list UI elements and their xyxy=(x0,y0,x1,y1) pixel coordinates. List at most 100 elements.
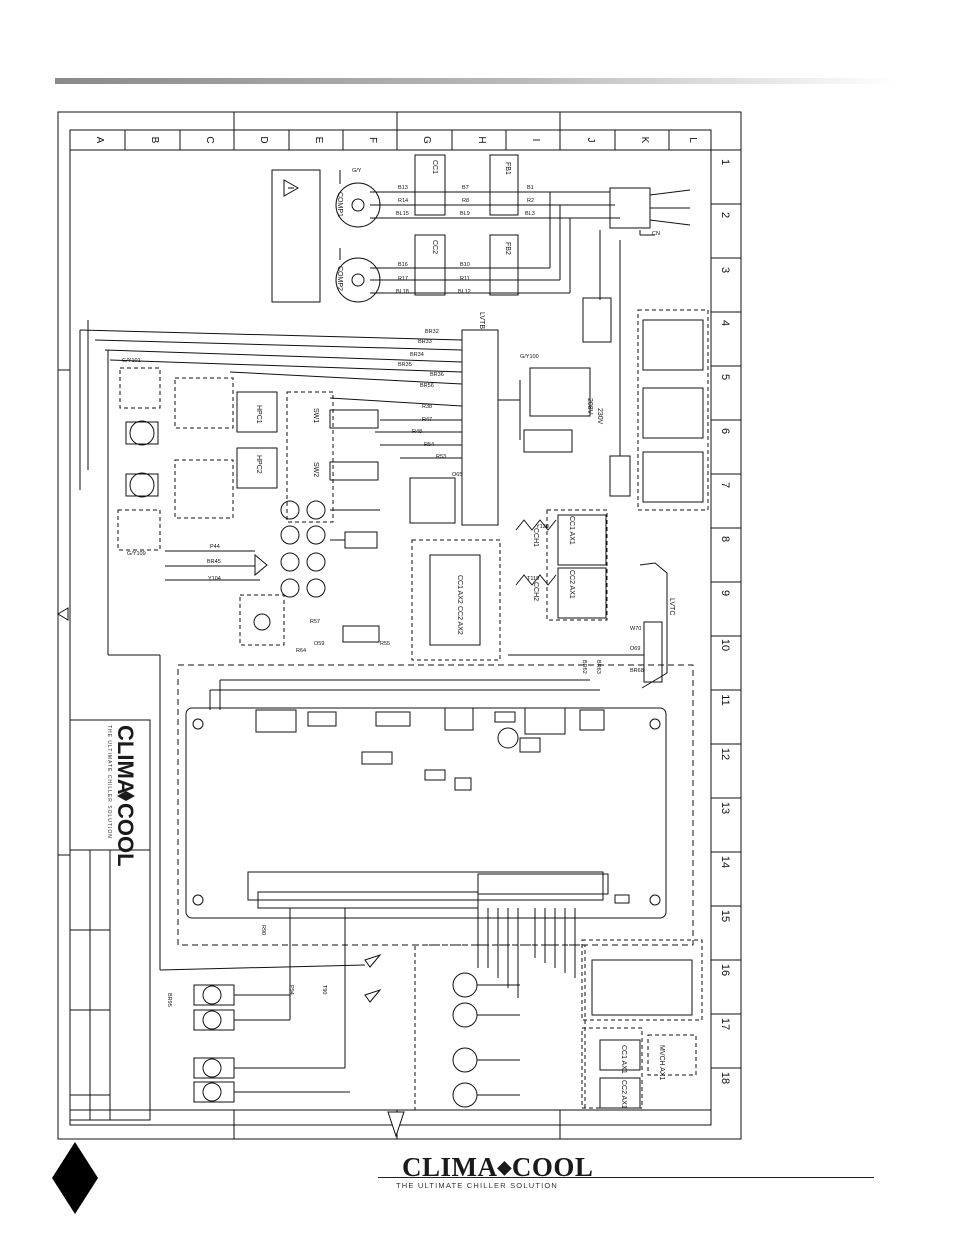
label-b16: B16 xyxy=(398,262,408,268)
label-cc2: CC2 xyxy=(431,240,438,254)
label-r53: R53 xyxy=(436,454,446,460)
label-br33: BR33 xyxy=(418,339,432,345)
label-sw2: SW2 xyxy=(312,462,319,477)
label-br68: BR68 xyxy=(630,668,644,674)
label-br35: BR35 xyxy=(398,362,412,368)
col-C: C xyxy=(204,136,215,143)
label-br32: BR32 xyxy=(425,329,439,335)
label-o69: O69 xyxy=(630,646,640,652)
row-9: 9 xyxy=(719,590,731,596)
label-bl3: BL3 xyxy=(525,211,535,217)
label-ch1: CCH1 xyxy=(532,528,539,547)
label-ch2: CCH2 xyxy=(532,582,539,601)
label-br45: BR45 xyxy=(207,559,221,565)
row-15: 15 xyxy=(719,910,731,922)
label-w70: W70 xyxy=(630,626,641,632)
inner-frame xyxy=(69,129,712,1126)
svg-text:CLIMA: CLIMA xyxy=(113,725,138,795)
label-cn: CN xyxy=(652,231,660,237)
label-cc2-ax2: CC2 AX2 xyxy=(456,606,463,635)
svg-text:THE ULTIMATE CHILLER SOLUTION: THE ULTIMATE CHILLER SOLUTION xyxy=(106,725,112,839)
label-cc1-ax1b: CC1 AX1 xyxy=(620,1045,627,1074)
row-6: 6 xyxy=(719,428,731,434)
label-bl12: BL12 xyxy=(458,289,471,295)
label-gy100: G/Y100 xyxy=(520,354,539,360)
label-comp2: COMP2 xyxy=(336,266,343,291)
label-p94: P94 xyxy=(288,985,294,995)
row-14: 14 xyxy=(719,856,731,868)
col-I: I xyxy=(530,139,541,142)
warning-label xyxy=(271,169,321,303)
label-r17: R17 xyxy=(398,276,408,282)
label-lvtb: LVTB xyxy=(478,312,485,329)
row-5: 5 xyxy=(719,374,731,380)
row-18: 18 xyxy=(719,1072,731,1084)
label-br56: BR56 xyxy=(420,383,434,389)
footer-logo: CLIMA◆COOL THE ULTIMATE CHILLER SOLUTION xyxy=(392,1150,593,1195)
label-r8: R8 xyxy=(462,198,469,204)
label-cc2-ax1b: CC2 AX1 xyxy=(620,1080,627,1109)
col-H: H xyxy=(476,136,487,143)
logo-brand: CLIMA◆COOL xyxy=(402,1152,594,1182)
label-b13: B13 xyxy=(398,185,408,191)
row-4: 4 xyxy=(719,320,731,326)
label-cc1-ax1: CC1 AX1 xyxy=(568,516,575,545)
lvtb-strip xyxy=(461,329,499,526)
label-y104: Y104 xyxy=(208,576,221,582)
col-E: E xyxy=(313,137,324,144)
page-marker-icon xyxy=(52,1142,98,1214)
svg-text:COOL: COOL xyxy=(113,803,138,867)
label-br36: BR36 xyxy=(430,372,444,378)
label-r38: R38 xyxy=(422,404,432,410)
row-10: 10 xyxy=(719,639,731,651)
col-G: G xyxy=(421,136,432,144)
label-o59: O59 xyxy=(314,641,324,647)
label-hpc2: HPC2 xyxy=(255,455,262,474)
label-230v: 230V xyxy=(596,408,603,425)
header-rule xyxy=(55,78,897,84)
logo-tagline: THE ULTIMATE CHILLER SOLUTION xyxy=(396,1181,559,1190)
label-cc1: CC1 xyxy=(431,160,438,174)
row-13: 13 xyxy=(719,802,731,814)
title-block-logo: CLIMA COOL THE ULTIMATE CHILLER SOLUTION xyxy=(106,725,138,867)
label-o65: O65 xyxy=(452,472,462,478)
label-cc1-ax2: CC1 AX2 xyxy=(456,575,463,604)
label-y120: Y120 xyxy=(536,524,549,530)
label-bl15: BL15 xyxy=(396,211,409,217)
label-lvtc: LVTC xyxy=(668,598,675,615)
label-r2: R2 xyxy=(527,198,534,204)
row-17: 17 xyxy=(719,1018,731,1030)
label-r14: R14 xyxy=(398,198,408,204)
control-wiring xyxy=(79,230,709,970)
row-8: 8 xyxy=(719,536,731,542)
label-r57: R57 xyxy=(310,619,320,625)
label-gy: G/Y xyxy=(352,168,362,174)
col-A: A xyxy=(94,137,105,144)
col-L: L xyxy=(687,137,698,143)
sheet-markers xyxy=(57,607,405,1138)
row-2: 2 xyxy=(719,212,731,218)
label-r11: R11 xyxy=(460,276,470,282)
label-br62: BR62 xyxy=(581,660,587,674)
sensor-wiring xyxy=(159,908,703,1111)
label-cc2-ax1: CC2 AX1 xyxy=(568,570,575,599)
col-D: D xyxy=(258,136,269,143)
col-K: K xyxy=(639,137,650,144)
row-12: 12 xyxy=(719,748,731,760)
label-sw1: SW1 xyxy=(312,408,319,423)
outer-border xyxy=(57,111,742,1140)
col-B: B xyxy=(149,137,160,144)
label-b10: B10 xyxy=(460,262,470,268)
controller-board xyxy=(177,664,694,946)
row-7: 7 xyxy=(719,482,731,488)
label-b1: B1 xyxy=(527,185,534,191)
label-fb1: FB1 xyxy=(504,162,511,175)
footer-rule xyxy=(378,1177,874,1178)
label-br34: BR34 xyxy=(410,352,424,358)
row-16: 16 xyxy=(719,964,731,976)
col-J: J xyxy=(585,138,596,143)
row-1: 1 xyxy=(719,159,731,165)
label-r55: R55 xyxy=(380,641,390,647)
power-section xyxy=(335,154,691,303)
